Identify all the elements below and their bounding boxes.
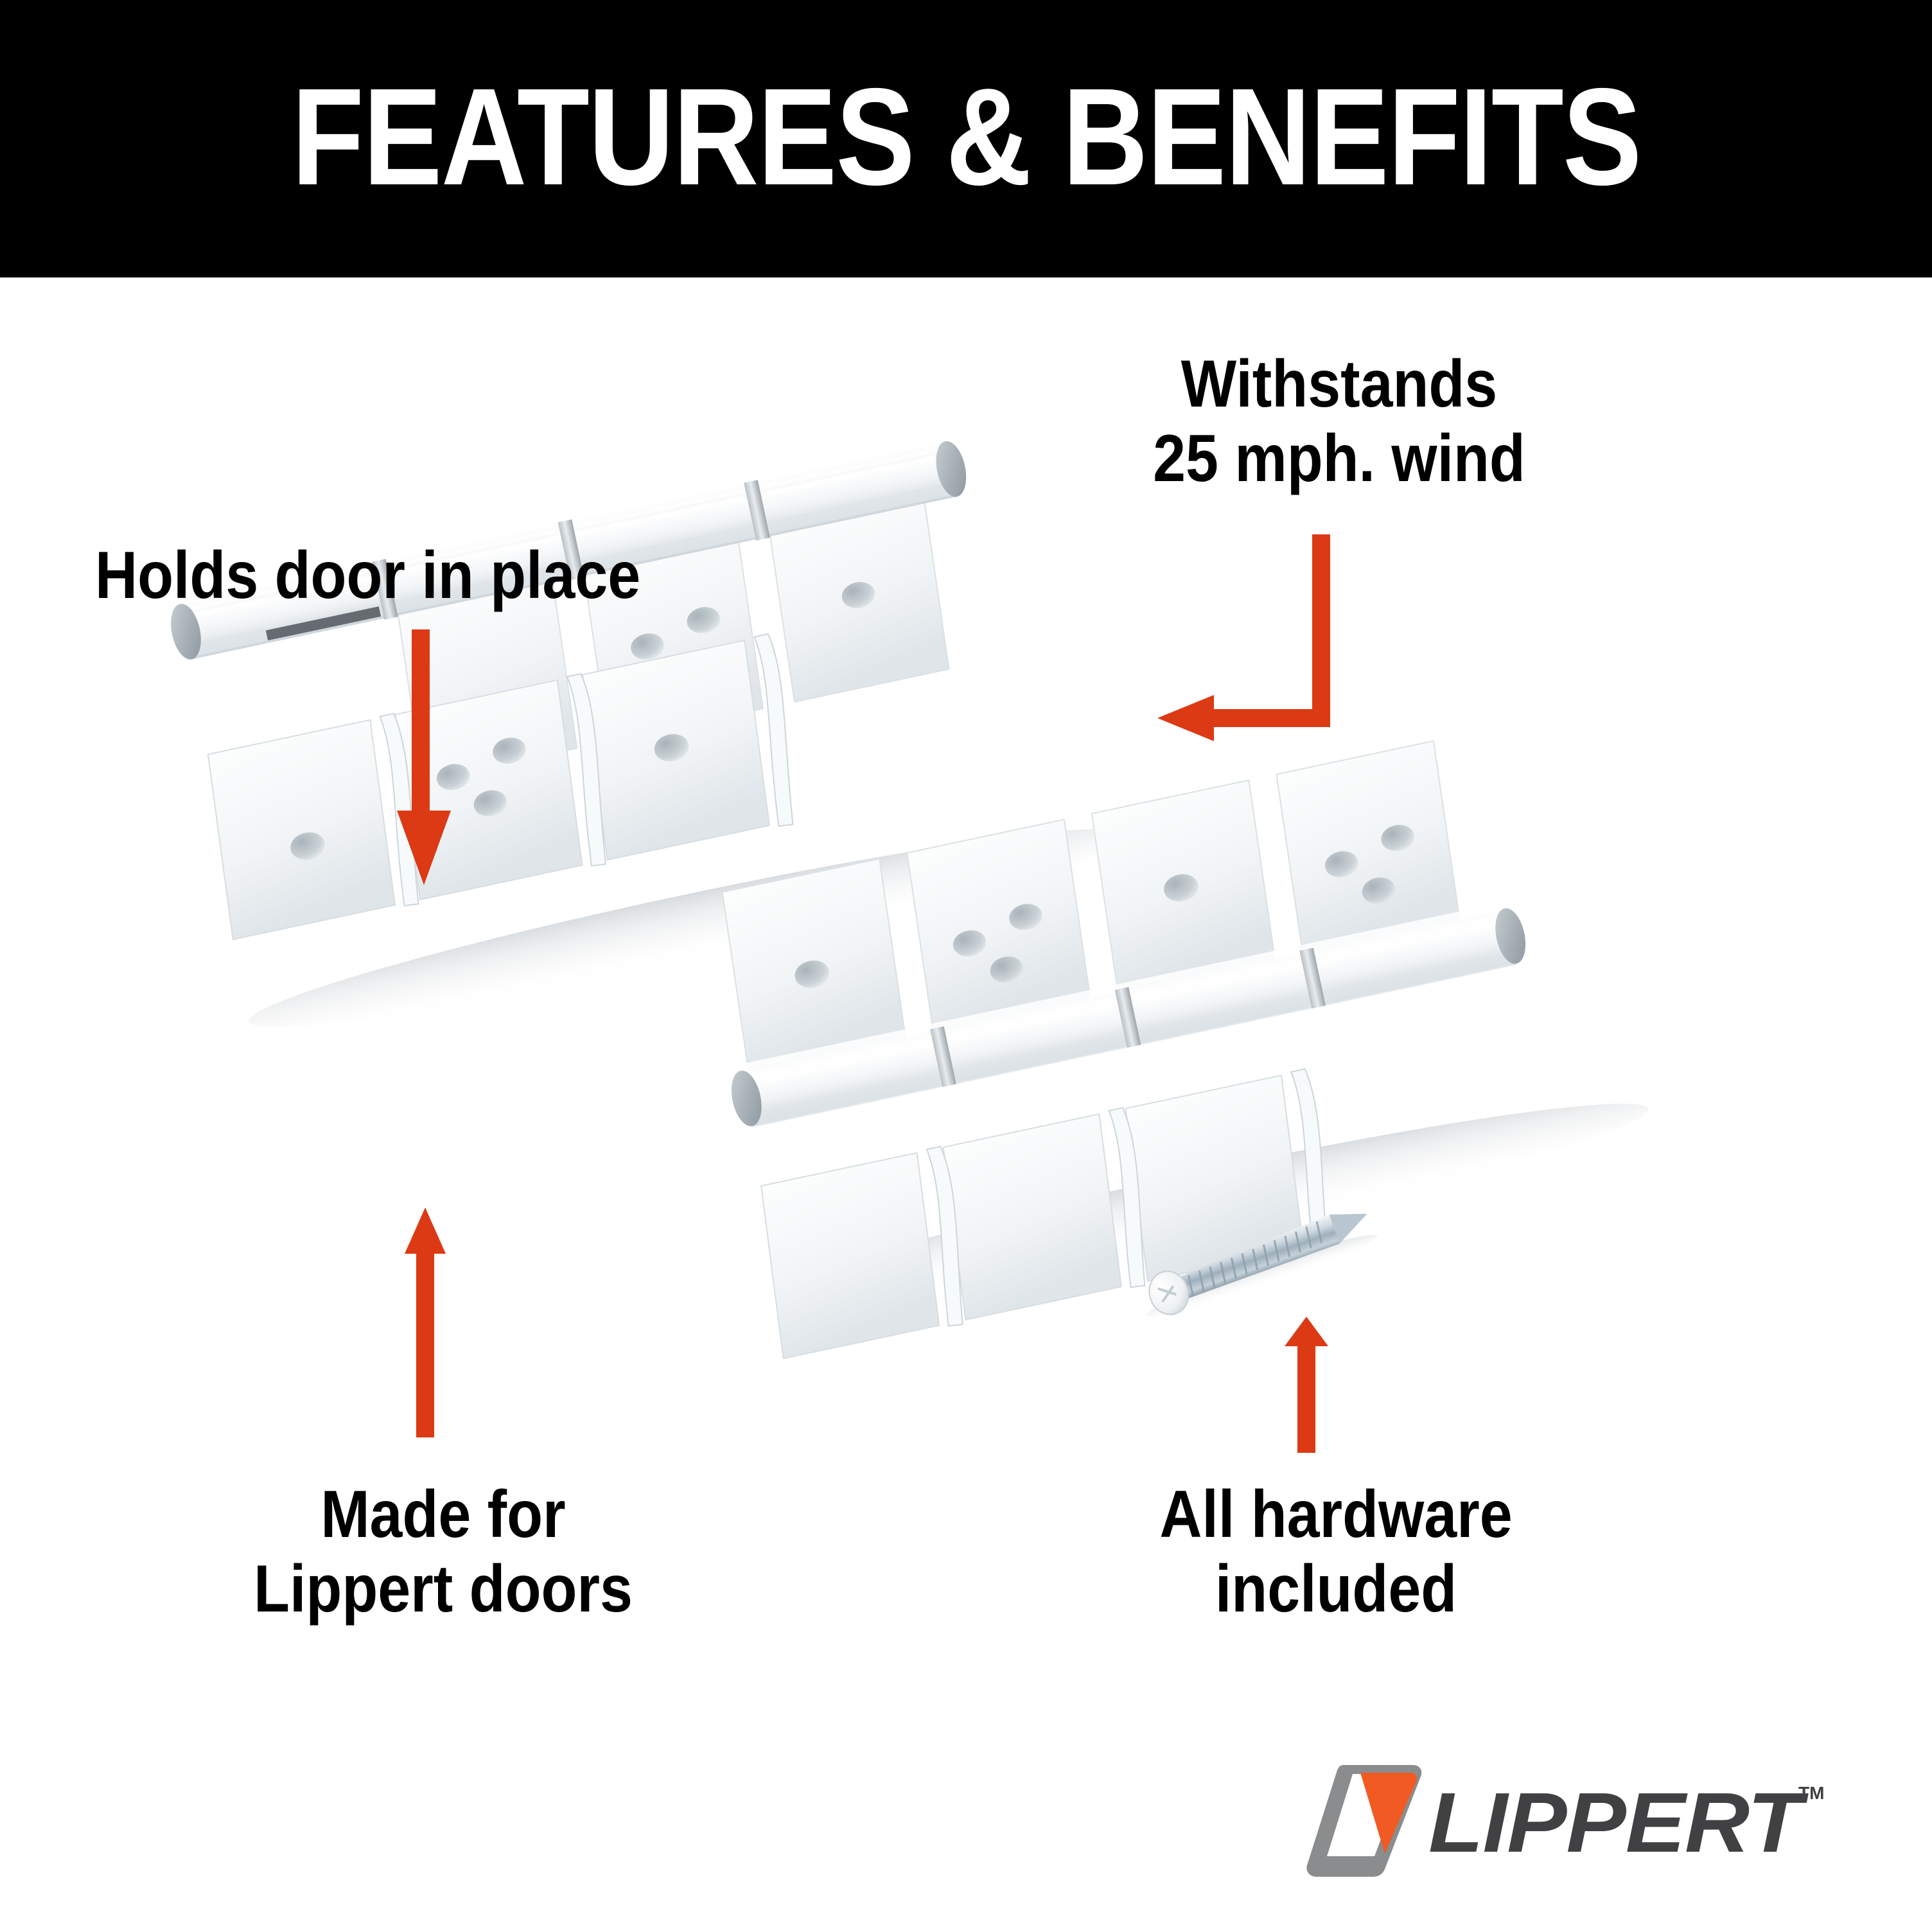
callout-made-for-lippert-label: Made for Lippert doors bbox=[254, 1477, 633, 1627]
arrow-up-icon-all-hardware bbox=[1285, 1317, 1328, 1453]
arrow-elbow-down-left-icon-withstands bbox=[1157, 534, 1330, 741]
arrow-down-icon-holds-door bbox=[397, 629, 451, 885]
arrow-up-icon-made-for bbox=[405, 1208, 446, 1437]
mounting-screw bbox=[1146, 1213, 1378, 1317]
lippert-wordmark: LIPPERT bbox=[1428, 1775, 1802, 1870]
hinge-lower-near-leaves bbox=[760, 1068, 1328, 1360]
hinge-upper-near-leaves bbox=[207, 633, 794, 940]
header-banner: FEATURES & BENEFITS bbox=[0, 0, 1932, 277]
hinge-lower-far-leaves bbox=[721, 740, 1461, 1071]
hinge-upper bbox=[171, 432, 1129, 1027]
product-photo bbox=[171, 432, 1649, 1360]
hinge-lower-barrel bbox=[731, 902, 1526, 1128]
callout-withstands-wind-label: Withstands 25 mph. wind bbox=[1153, 347, 1525, 496]
trademark-symbol: TM bbox=[1798, 1783, 1825, 1803]
lippert-logo-mark bbox=[1306, 1765, 1422, 1877]
page-title: FEATURES & BENEFITS bbox=[291, 58, 1642, 214]
callout-all-hardware-label: All hardware included bbox=[1159, 1477, 1513, 1627]
callout-holds-door-label: Holds door in place bbox=[95, 538, 641, 613]
lippert-logo: LIPPERT TM bbox=[1303, 1759, 1868, 1881]
hinge-upper-barrel bbox=[171, 432, 967, 660]
hinge-lower bbox=[721, 740, 1649, 1360]
